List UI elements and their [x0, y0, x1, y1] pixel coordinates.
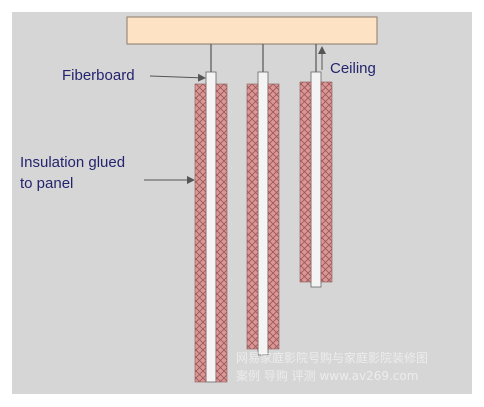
ceiling-slab: [126, 16, 378, 45]
hanging-panel-3: [299, 71, 333, 288]
insulation-left-3: [299, 81, 312, 283]
hanging-panel-2: [246, 71, 280, 356]
fiberboard-strip-1: [205, 71, 217, 383]
watermark-line1: 网易家庭影院号购与家庭影院装修图: [236, 350, 428, 365]
insulation-right-3: [320, 81, 333, 283]
watermark-line2: 案例 导购 评测 www.av269.com: [236, 368, 418, 383]
ceiling-label: Ceiling: [330, 60, 376, 77]
insulation-right-2: [267, 83, 280, 350]
insulation-left-2: [246, 83, 259, 350]
fiberboard-strip-3: [310, 71, 322, 288]
insulation-right-1: [215, 83, 228, 383]
insulation-left-1: [194, 83, 207, 383]
insulation-label-line1: Insulation glued: [20, 154, 125, 171]
diagram-background: [12, 12, 472, 394]
fiberboard-leader: [149, 73, 206, 82]
insulation-label-line2: to panel: [20, 175, 73, 192]
fiberboard-strip-2: [257, 71, 269, 356]
fiberboard-label: Fiberboard: [62, 67, 135, 84]
hanging-panel-1: [194, 71, 228, 383]
